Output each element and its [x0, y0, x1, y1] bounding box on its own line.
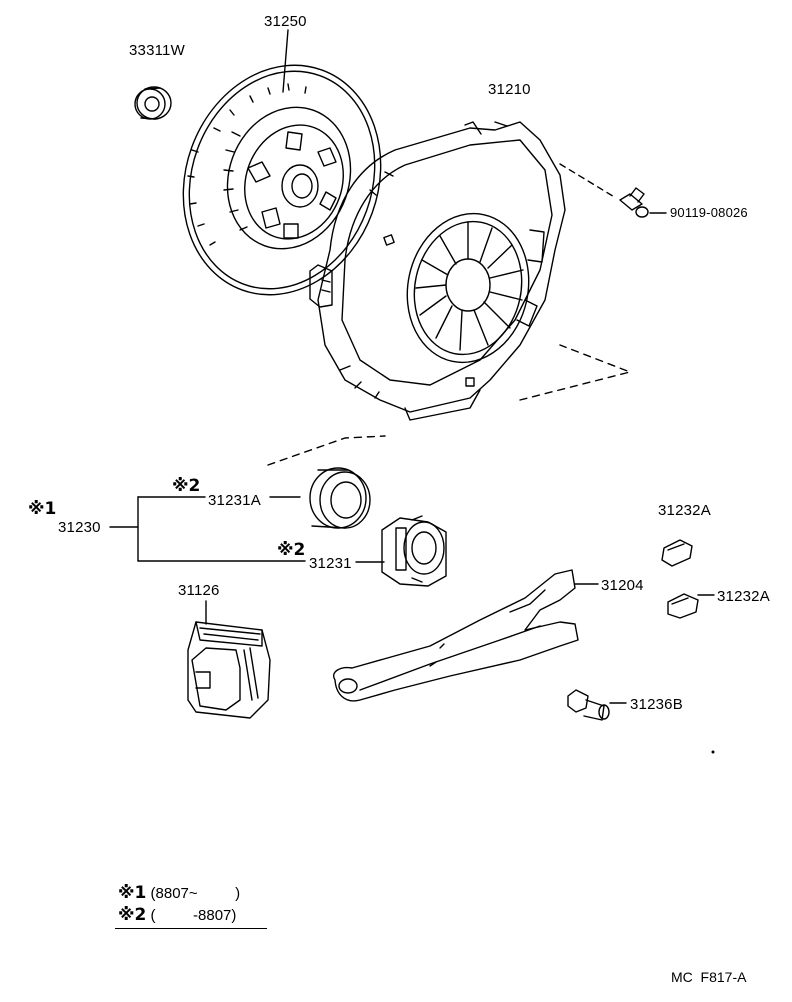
boot-drawing: [187, 600, 271, 719]
label-release-fork[interactable]: 31204: [601, 577, 644, 594]
label-bolt[interactable]: 90119-08026: [670, 205, 748, 220]
label-release-bearing-group[interactable]: 31230: [58, 519, 101, 536]
mark-group: ※1: [28, 499, 57, 519]
label-boot[interactable]: 31126: [178, 582, 220, 599]
note-line-1: ※1 (8807~ ): [118, 885, 240, 902]
clutch-disc-drawing: [182, 29, 382, 296]
label-release-bearing-a[interactable]: 31231A: [208, 492, 261, 509]
note-line-2: ※2 ( -8807): [118, 907, 236, 924]
pilot-bearing-drawing: [134, 86, 172, 120]
label-bearing-small[interactable]: 33311W: [129, 42, 185, 59]
mark-lower: ※2: [277, 540, 306, 560]
label-pivot-stud[interactable]: 31236B: [630, 696, 683, 713]
mark-upper: ※2: [172, 476, 201, 496]
diagram-code: MC F817-A: [671, 969, 747, 985]
release-bearing-a-drawing: [267, 435, 386, 529]
speck-dot: [711, 750, 715, 754]
label-clutch-disc[interactable]: 31250: [264, 13, 307, 30]
note-underline: [115, 928, 267, 929]
label-clip-lower[interactable]: 31232A: [717, 588, 770, 605]
note1-mark: ※1: [118, 883, 147, 903]
note1-text: (8807~ ): [146, 885, 241, 902]
clutch-cover-drawing: [309, 121, 566, 421]
clip-upper-drawing: [661, 539, 693, 567]
note2-mark: ※2: [118, 905, 147, 925]
clip-lower-drawing: [667, 593, 715, 619]
release-bearing-drawing: [381, 515, 447, 587]
note2-text: ( -8807): [146, 907, 237, 924]
release-fork-drawing: [333, 569, 599, 702]
bolt-drawing: [559, 163, 667, 218]
release-group-bracket: [109, 496, 385, 563]
label-clip-upper[interactable]: 31232A: [658, 502, 711, 519]
pivot-stud-drawing: [567, 689, 627, 721]
cover-dashed-line: [519, 344, 631, 401]
label-release-bearing[interactable]: 31231: [309, 555, 352, 572]
label-clutch-cover[interactable]: 31210: [488, 81, 531, 98]
